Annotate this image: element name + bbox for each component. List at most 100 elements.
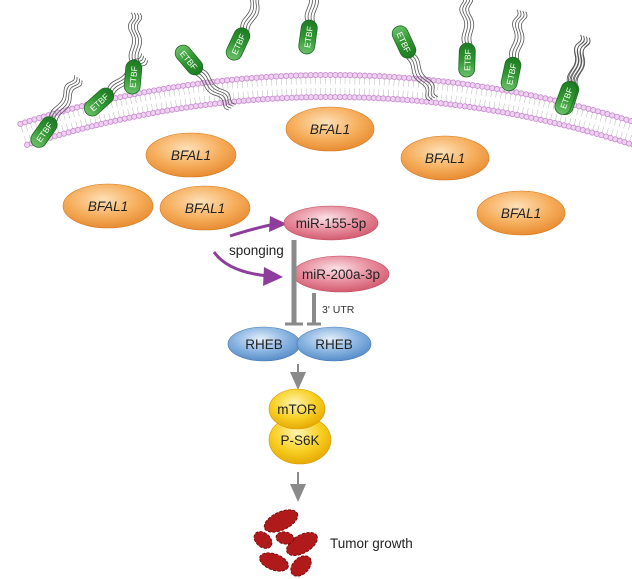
lipid-tail <box>628 122 631 130</box>
lipid-tail <box>629 134 632 142</box>
lipid-tail <box>24 136 27 143</box>
lipid-head <box>474 82 481 89</box>
lipid-head <box>361 72 368 79</box>
lipid-head <box>121 93 129 100</box>
flagellum <box>572 37 588 84</box>
lipid-head <box>435 77 442 84</box>
purple-arrows <box>212 216 287 286</box>
lipid-tail <box>168 89 171 97</box>
mir200-node: miR-200a-3p <box>292 255 390 293</box>
flagellum <box>566 35 582 82</box>
flagellum <box>197 72 232 109</box>
lipid-tail <box>526 107 529 115</box>
bacterium-body <box>123 59 143 95</box>
lipid-head <box>518 90 525 97</box>
lipid-tail <box>170 100 173 108</box>
lipid-tail <box>67 111 71 119</box>
lipid-head <box>253 74 260 81</box>
lipid-tail <box>63 113 66 120</box>
bacterium-body <box>30 116 58 148</box>
lipid-head <box>469 82 476 89</box>
lipid-tail <box>440 94 443 102</box>
flagellum <box>514 10 525 59</box>
lipid-tail <box>115 100 118 108</box>
flagellum <box>517 11 528 60</box>
lipid-tail <box>413 80 415 88</box>
lipid-tail <box>61 124 64 132</box>
lipid-head <box>464 81 471 88</box>
lipid-tail <box>129 97 132 105</box>
flagellum <box>313 0 321 22</box>
lipid-tail <box>75 121 78 128</box>
lipid-tail <box>173 89 176 97</box>
lipid-head <box>356 72 363 79</box>
lipid-head <box>406 75 413 82</box>
arrow-bfal1-to-mir155 <box>229 222 276 238</box>
lipid-tail <box>536 109 539 117</box>
flagellum <box>465 0 472 45</box>
flagellum <box>569 36 585 83</box>
arrow-sponging-to-mir200 <box>212 251 269 278</box>
lipid-tail <box>127 108 130 116</box>
lipid-tail <box>154 92 156 100</box>
lipid-tail <box>512 105 515 113</box>
lipid-tail <box>569 117 572 125</box>
mtor-label: mTOR <box>277 402 317 417</box>
lipid-head <box>307 72 314 79</box>
lipid-tail <box>514 94 517 102</box>
tumor-cells-icon <box>253 509 318 577</box>
lipid-tail <box>495 90 497 98</box>
lipid-tail <box>256 79 258 87</box>
lipid-tail <box>509 93 512 101</box>
lipid-tail <box>576 108 579 116</box>
lipid-tail <box>139 95 142 103</box>
lipid-tail <box>610 129 614 137</box>
lipid-head <box>297 72 304 79</box>
flagellum <box>54 78 80 120</box>
flagellum <box>131 12 137 62</box>
mtor-node: mTOR <box>268 388 326 430</box>
lipid-tail <box>469 98 472 106</box>
lipid-head <box>396 74 403 81</box>
rheb-node-right: RHEB <box>296 326 372 362</box>
lipid-tail <box>56 126 60 134</box>
etbf-bacterium: ETBF <box>298 0 321 55</box>
bacterium-body <box>554 81 578 115</box>
lipid-tail <box>624 133 628 141</box>
lipid-tail <box>113 111 116 119</box>
tumor-cell <box>263 509 299 533</box>
lipid-tail <box>498 102 500 110</box>
lipid-tail <box>451 84 454 92</box>
flagellum <box>576 37 591 85</box>
lipid-head <box>342 72 349 79</box>
bacterium-body <box>174 44 204 76</box>
lipid-tail <box>20 125 24 133</box>
lipid-head <box>278 73 285 80</box>
lipid-tail <box>228 93 230 101</box>
lipid-tail <box>408 80 410 88</box>
lipid-head <box>170 84 177 91</box>
lipid-head <box>322 71 329 79</box>
lipid-tail <box>442 83 444 91</box>
lipid-head <box>199 80 206 87</box>
lipid-tail <box>601 126 605 134</box>
lipid-head <box>523 91 530 98</box>
lipid-head <box>542 95 549 102</box>
flagellum <box>240 0 260 28</box>
lipid-tail <box>237 92 240 100</box>
rheb-node-left: RHEB <box>227 326 301 362</box>
lipid-tail <box>134 96 137 104</box>
lipid-tail <box>471 87 473 95</box>
lipid-head <box>175 83 182 90</box>
bfal1-label: BFAL1 <box>310 122 350 137</box>
lipid-tail <box>581 109 584 117</box>
lipid-head <box>189 81 196 88</box>
bfal1-ellipse <box>476 190 566 236</box>
lipid-tail <box>136 106 139 114</box>
lipid-tail <box>528 97 531 105</box>
lipid-tail <box>183 87 185 95</box>
tumor-cell <box>275 531 295 545</box>
lipid-tail <box>199 96 201 104</box>
